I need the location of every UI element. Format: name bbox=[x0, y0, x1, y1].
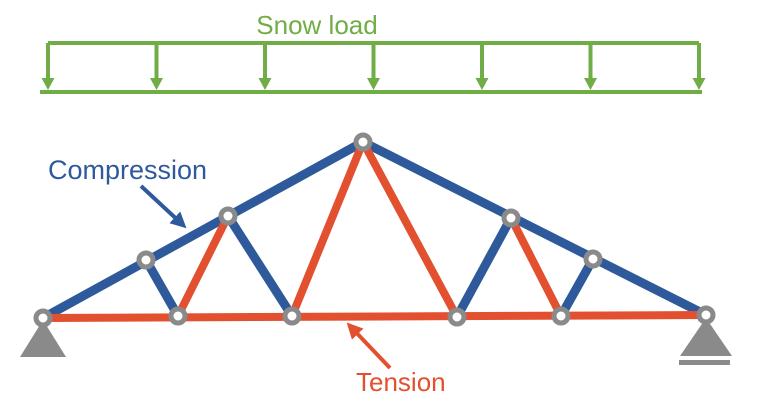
compression-member-top-left-outer-bottom-left-1 bbox=[141, 255, 183, 321]
tension-members-group bbox=[39, 138, 710, 322]
joint-left-support bbox=[33, 308, 53, 328]
tension-pointer-arrow bbox=[346, 322, 392, 370]
compression-member-bottom-right-2-top-right-outer bbox=[556, 254, 598, 321]
compression-pointer-arrow bbox=[139, 184, 187, 229]
snow-load-arrowhead-icon bbox=[367, 78, 380, 90]
tension-member-left-support-right-support bbox=[39, 311, 710, 322]
compression-member-left-support-apex bbox=[38, 137, 368, 323]
tension-label: Tension bbox=[356, 367, 446, 397]
compression-label: Compression bbox=[48, 155, 208, 185]
tension-member-bottom-left-2-apex bbox=[288, 138, 367, 320]
snow-load-arrowhead-icon bbox=[258, 78, 272, 90]
joints-group bbox=[33, 132, 716, 328]
tension-member-bottom-left-1-top-left-inner bbox=[174, 212, 232, 320]
compression-member-bottom-right-1-top-right-inner bbox=[452, 213, 516, 322]
snow-load-group bbox=[40, 41, 706, 94]
joint-bottom-right-1 bbox=[447, 307, 467, 327]
joint-bottom-left-2 bbox=[282, 306, 302, 326]
tension-member-top-right-inner-bottom-right-2 bbox=[507, 214, 565, 320]
snow-load-label: Snow load bbox=[256, 10, 378, 40]
roller-support-right bbox=[680, 318, 732, 356]
compression-member-top-left-inner-bottom-left-2 bbox=[223, 211, 297, 321]
roller-support-bar bbox=[679, 360, 730, 365]
joint-right-support bbox=[696, 305, 716, 325]
snow-load-arrowhead-icon bbox=[584, 78, 597, 90]
tension-member-apex-bottom-right-1 bbox=[359, 138, 461, 321]
snow-load-arrowhead-icon bbox=[41, 78, 55, 90]
supports-group bbox=[20, 318, 732, 365]
snow-load-arrowhead-icon bbox=[692, 78, 706, 90]
joint-bottom-right-2 bbox=[551, 306, 571, 326]
pin-support-left bbox=[20, 320, 66, 357]
joint-apex bbox=[353, 132, 373, 152]
joint-top-right-outer bbox=[583, 249, 603, 269]
snow-load-arrowhead-icon bbox=[150, 78, 163, 90]
joint-bottom-left-1 bbox=[168, 306, 188, 326]
joint-top-right-inner bbox=[501, 208, 521, 228]
snow-load-arrowhead-icon bbox=[475, 78, 489, 90]
joint-top-left-outer bbox=[136, 250, 156, 270]
joint-top-left-inner bbox=[218, 206, 238, 226]
compression-members-group bbox=[38, 137, 711, 323]
compression-member-apex-right-support bbox=[358, 137, 711, 320]
